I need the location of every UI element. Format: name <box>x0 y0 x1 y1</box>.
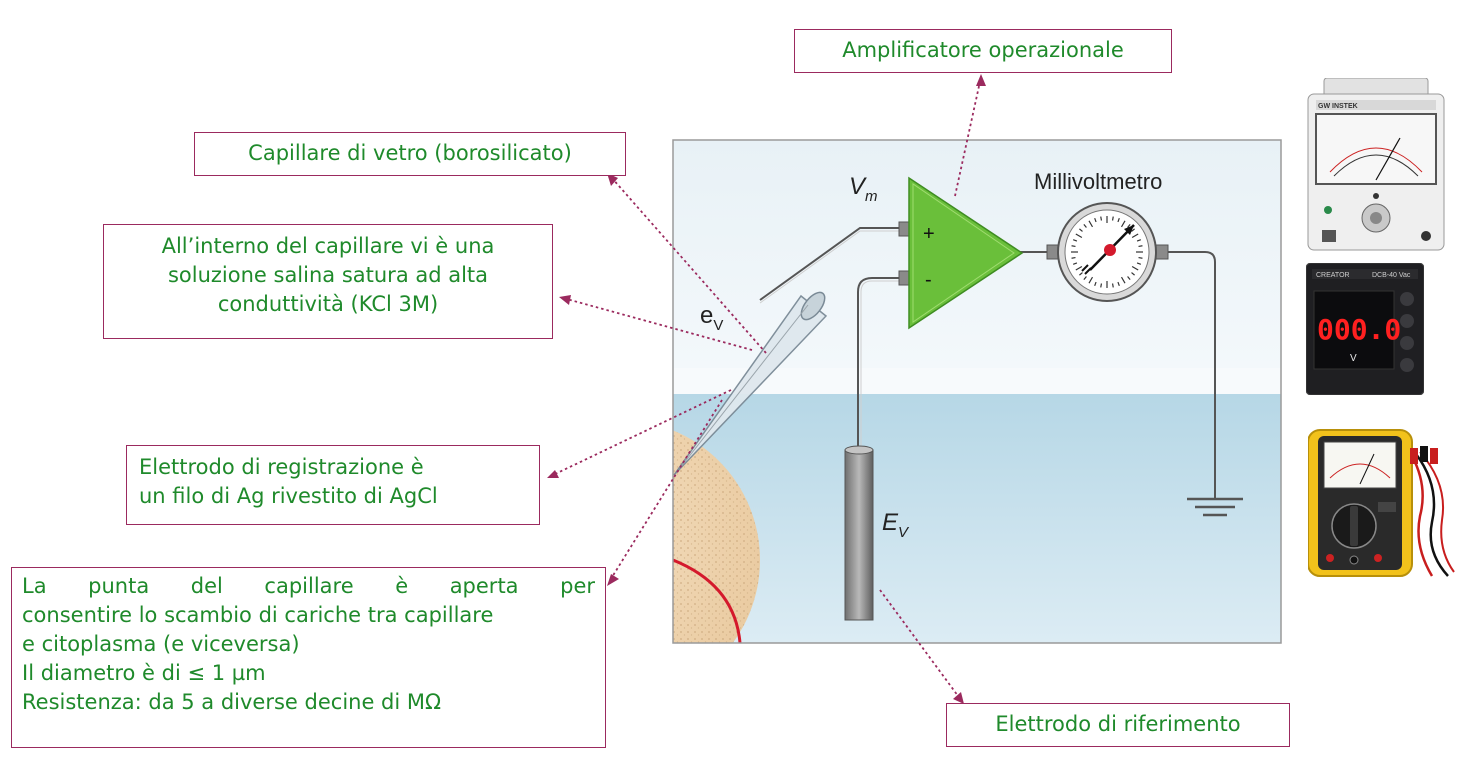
tip-line-5: Resistenza: da 5 a diverse decine di MΩ <box>22 690 442 714</box>
digital-voltmeter-image: CREATOR DCB-40 Vac 000.0 V <box>1306 263 1424 395</box>
amplifier-callout: Amplificatore operazionale <box>794 29 1172 73</box>
recording-electrode-line-1: Elettrodo di registrazione è <box>139 455 424 479</box>
dial-tick <box>1094 217 1097 223</box>
solution-callout: All’interno del capillare vi è una soluz… <box>103 224 553 339</box>
dial-tick <box>1120 220 1126 228</box>
dial-tick <box>1075 233 1083 239</box>
dial-tick <box>1088 220 1094 228</box>
dial-tick <box>1072 262 1078 265</box>
reference-electrode <box>844 445 874 621</box>
dial-tick <box>1088 276 1094 284</box>
recording-electrode-line-2: un filo di Ag rivestito di AgCl <box>139 484 438 508</box>
digital-display: 000.0 <box>1317 313 1401 346</box>
digital-model: DCB-40 Vac <box>1372 272 1411 279</box>
ev-label: eV <box>700 302 723 334</box>
plus-sign: + <box>923 223 935 245</box>
cell <box>673 430 760 643</box>
dial-tick <box>1072 239 1078 242</box>
ground-symbol <box>1187 497 1243 517</box>
tip-line-3: e citoplasma (e viceversa) <box>22 632 300 656</box>
solution-line-1: All’interno del capillare vi è una <box>161 234 495 258</box>
recording-electrode-callout: Elettrodo di registrazione è un filo di … <box>126 445 540 525</box>
dial-tick <box>1136 262 1142 265</box>
dial-tick <box>1100 216 1103 221</box>
dial-tick <box>1100 283 1103 288</box>
dial-tick <box>1075 265 1083 271</box>
dial-tick <box>1111 283 1114 288</box>
reference-electrode-callout-text: Elettrodo di riferimento <box>995 712 1241 736</box>
leader-arrowheads <box>547 74 986 704</box>
dial-tick <box>1071 245 1076 248</box>
bath-solution <box>673 394 1281 643</box>
millivoltmeter-dial <box>1057 202 1157 302</box>
dial-tick <box>1079 228 1083 232</box>
capillary-callout-text: Capillare di vetro (borosilicato) <box>248 141 572 165</box>
dial-tick <box>1127 224 1131 228</box>
minus-sign: - <box>925 269 932 291</box>
millivoltmeter-label: Millivoltmetro <box>1034 169 1162 194</box>
glass-capillary <box>673 291 828 476</box>
diagram-box <box>673 140 1281 643</box>
solution-line-3: conduttività (KCl 3M) <box>217 292 439 316</box>
dial-tick <box>1117 281 1120 287</box>
dial-tick <box>1083 276 1087 280</box>
digital-unit: V <box>1350 353 1357 364</box>
dial-tick <box>1117 217 1120 223</box>
dial-tick <box>1136 239 1142 242</box>
tip-callout: La punta del capillare è aperta per cons… <box>11 567 606 748</box>
tip-line-2: consentire lo scambio di cariche tra cap… <box>22 603 494 627</box>
tip-line-1: La punta del capillare è aperta per <box>22 574 595 598</box>
dial-tick <box>1127 276 1131 280</box>
connectors <box>898 221 1169 286</box>
tip-line-4: Il diametro è di ≤ 1 µm <box>22 661 266 685</box>
dial-tick <box>1131 265 1139 271</box>
dial-tick <box>1111 216 1114 221</box>
solution-line-2: soluzione salina satura ad alta <box>167 263 489 287</box>
dial-tick <box>1131 233 1139 239</box>
dial-tick <box>1131 228 1135 232</box>
dial-tick <box>1138 245 1143 248</box>
multimeter-image <box>1308 429 1455 577</box>
dial-tick <box>1120 276 1126 284</box>
dial-tick <box>1094 281 1097 287</box>
analog-voltmeter-image: GW INSTEK <box>1307 78 1445 251</box>
dial-tick <box>1131 272 1135 276</box>
capillary-callout: Capillare di vetro (borosilicato) <box>194 132 626 176</box>
dial-tick <box>1138 256 1143 259</box>
vm-label: Vm <box>849 173 878 205</box>
Ev-label: EV <box>882 509 910 541</box>
dial-tick <box>1071 256 1076 259</box>
analog-brand: GW INSTEK <box>1318 103 1358 110</box>
amplifier-callout-text: Amplificatore operazionale <box>842 38 1124 62</box>
digital-brand: CREATOR <box>1316 272 1350 279</box>
reference-electrode-callout: Elettrodo di riferimento <box>946 703 1290 747</box>
dial-tick <box>1083 224 1087 228</box>
dial-tick <box>1079 272 1083 276</box>
leader-lines <box>550 76 982 701</box>
operational-amplifier <box>908 176 1024 330</box>
wires <box>759 227 1216 498</box>
